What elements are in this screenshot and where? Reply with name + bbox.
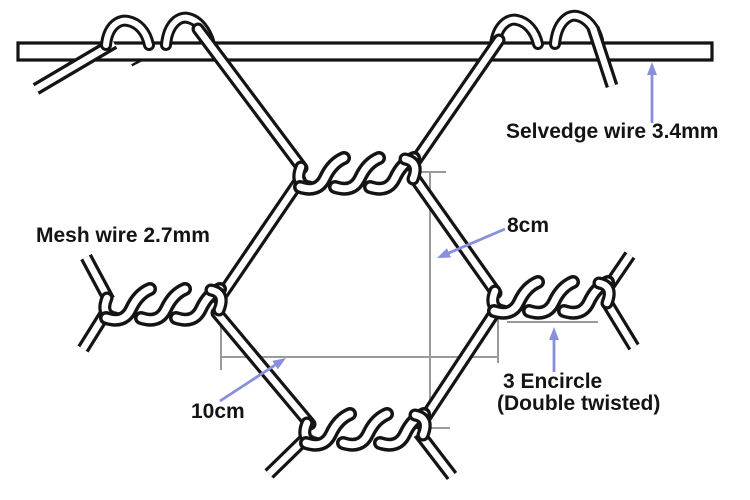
twist-bottom [298, 407, 432, 452]
label-encircle-line1: 3 Encircle [503, 370, 603, 393]
twist-right-strand2-core [525, 278, 577, 317]
label-mesh-wire: Mesh wire 2.7mm [36, 224, 210, 247]
arrow-10cm-shaft [219, 363, 276, 403]
hexagon-edge-bottom-left-core [213, 309, 314, 428]
arrow-8cm-head [437, 248, 451, 258]
twist-top-strand2-core [331, 154, 383, 193]
twist-right-strand1-core [490, 278, 542, 317]
selvedge-wrap-right-loop1-core [492, 16, 541, 48]
twist-top-strand1-core [296, 154, 348, 193]
label-encircle-line2: (Double twisted) [497, 392, 661, 415]
twist-top-hook-right-core [401, 155, 419, 183]
hexagon-edge-bottom-right-core [417, 305, 501, 428]
label-selvedge-wire: Selvedge wire 3.4mm [506, 120, 719, 143]
barb-stub-right-lower-core [603, 299, 637, 349]
mesh-wire-selvedge-left-leg-core [194, 25, 306, 172]
annotation-arrows [219, 62, 657, 403]
twist-left-strand2-core [137, 285, 189, 324]
hexagon-edge-top-right-core [410, 173, 500, 297]
selvedge-wire-group [16, 9, 714, 95]
arrow-selvedge-wire [647, 62, 657, 123]
hexagon-edge-top-left-core [215, 176, 304, 303]
twist-bottom-strand2-core [339, 410, 391, 449]
label-dim-8cm: 8cm [507, 214, 550, 237]
twist-left [98, 282, 228, 327]
selvedge-wrap-left-loop1-core [103, 17, 152, 48]
arrow-10cm [219, 358, 286, 403]
twist-right-hook-right-core [595, 279, 613, 307]
label-dim-10cm: 10cm [191, 400, 245, 423]
twist-left-hook-right-core [207, 286, 225, 314]
twist-bottom-hook-right-core [411, 411, 429, 439]
twist-left-strand1-core [102, 285, 154, 324]
arrow-encircle-head [549, 327, 559, 340]
mesh-wire-selvedge-right-leg-core [408, 36, 503, 170]
label-encircle: 3 Encircle (Double twisted) [497, 371, 660, 415]
double-twist-knots [98, 151, 616, 452]
arrow-8cm-shaft [448, 227, 506, 255]
arrow-encircle [549, 327, 559, 372]
selvedge-wrap-left-stub-core [34, 40, 116, 92]
selvedge-wrap-right-tail-core [589, 26, 616, 88]
arrow-selvedge-wire-head [647, 62, 657, 75]
arrow-10cm-head [272, 358, 286, 370]
twist-bottom-strand1-core [302, 410, 354, 449]
twist-top [292, 151, 422, 196]
arrow-8cm [437, 227, 506, 258]
twist-right [486, 275, 616, 320]
